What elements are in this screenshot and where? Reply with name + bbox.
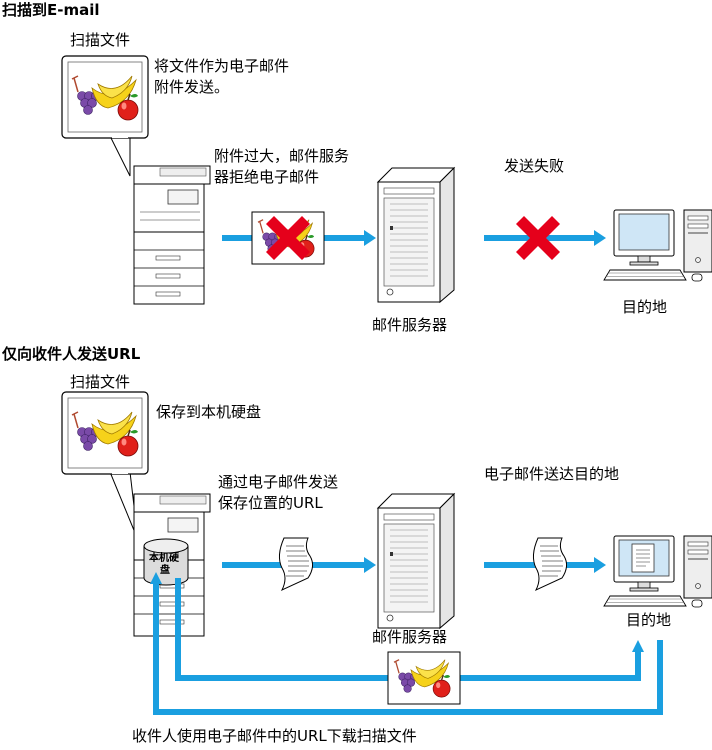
url-text-line1: 通过电子邮件发送 [218,473,339,491]
destination-label: 目的地 [626,611,672,629]
destination-label: 目的地 [622,298,668,316]
document-icon [532,537,568,591]
hard-disk-icon [143,538,189,586]
server-icon [377,493,455,629]
scan-document-callout-1 [61,55,149,177]
reject-text-line2: 器拒绝电子邮件 [214,168,320,186]
callout-text: 保存到本机硬盘 [156,403,262,421]
callout-text-line2: 附件发送。 [154,78,230,96]
section-1-heading: 扫描到E-mail [2,1,100,19]
printer-icon [133,165,211,305]
rejected-attachment [251,211,325,265]
url-text-line2: 保存位置的URL [218,494,323,512]
server-icon [377,167,455,303]
arrowhead-up-2 [150,572,162,584]
section-2-heading: 仅向收件人发送URL [2,345,141,363]
document-icon [278,537,314,591]
scan-file-label: 扫描文件 [70,31,131,49]
arrive-label: 电子邮件送达目的地 [484,465,620,483]
arrowhead-up-1 [632,640,644,652]
computer-icon [603,209,712,282]
server-label: 邮件服务器 [372,628,448,646]
fail-label: 发送失败 [504,157,565,175]
callout-text-line1: 将文件作为电子邮件 [154,57,290,75]
reject-text-line1: 附件过大，邮件服务 [214,147,350,165]
computer-icon [603,535,712,608]
download-caption: 收件人使用电子邮件中的URL下载扫描文件 [132,727,417,745]
hdd-label-line1: 本机硬 [149,553,179,564]
hdd-label-line2: 盘 [160,565,170,576]
downloaded-file [387,651,461,705]
server-label: 邮件服务器 [372,316,448,334]
scan-file-label: 扫描文件 [70,373,131,391]
scan-document-callout-2 [61,391,149,541]
